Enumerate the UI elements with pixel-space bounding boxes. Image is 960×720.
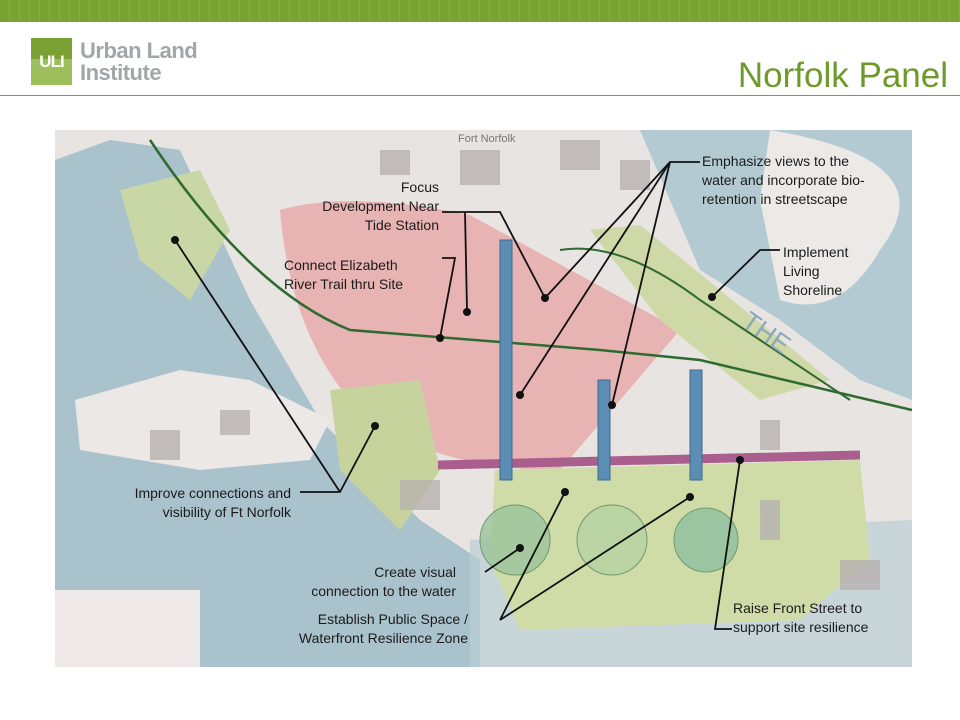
top-banner <box>0 0 960 22</box>
annotation-living-shoreline: Implement Living Shoreline <box>783 244 849 298</box>
uli-logo: ULI Urban Land Institute <box>31 37 198 85</box>
view-corridors <box>499 239 703 481</box>
annotation-front-street: Raise Front Street to support site resil… <box>733 600 869 635</box>
annotation-visual-connection: Create visual connection to the water <box>311 564 456 599</box>
site-plan-sketch: Fort Norfolk THE <box>55 130 912 667</box>
annotation-public-space: Establish Public Space / Waterfront Resi… <box>298 611 468 646</box>
leader-lines <box>174 161 780 630</box>
river-trail <box>148 139 912 412</box>
logo-mark: ULI <box>31 38 72 85</box>
slide-title: Norfolk Panel <box>737 56 948 95</box>
annotation-focus-development: Focus Development Near Tide Station <box>322 179 439 233</box>
annotation-connections: Improve connections and visibility of Ft… <box>134 485 291 520</box>
annotation-views: Emphasize views to the water and incorpo… <box>702 153 865 207</box>
logo-text: Urban Land Institute <box>80 37 198 85</box>
fort-norfolk-label: Fort Norfolk <box>458 133 516 145</box>
annotation-river-trail: Connect Elizabeth River Trail thru Site <box>284 257 404 292</box>
header-divider <box>0 95 960 96</box>
logo-line-2: Institute <box>80 59 162 85</box>
logo-line-1: Urban Land <box>80 37 198 63</box>
